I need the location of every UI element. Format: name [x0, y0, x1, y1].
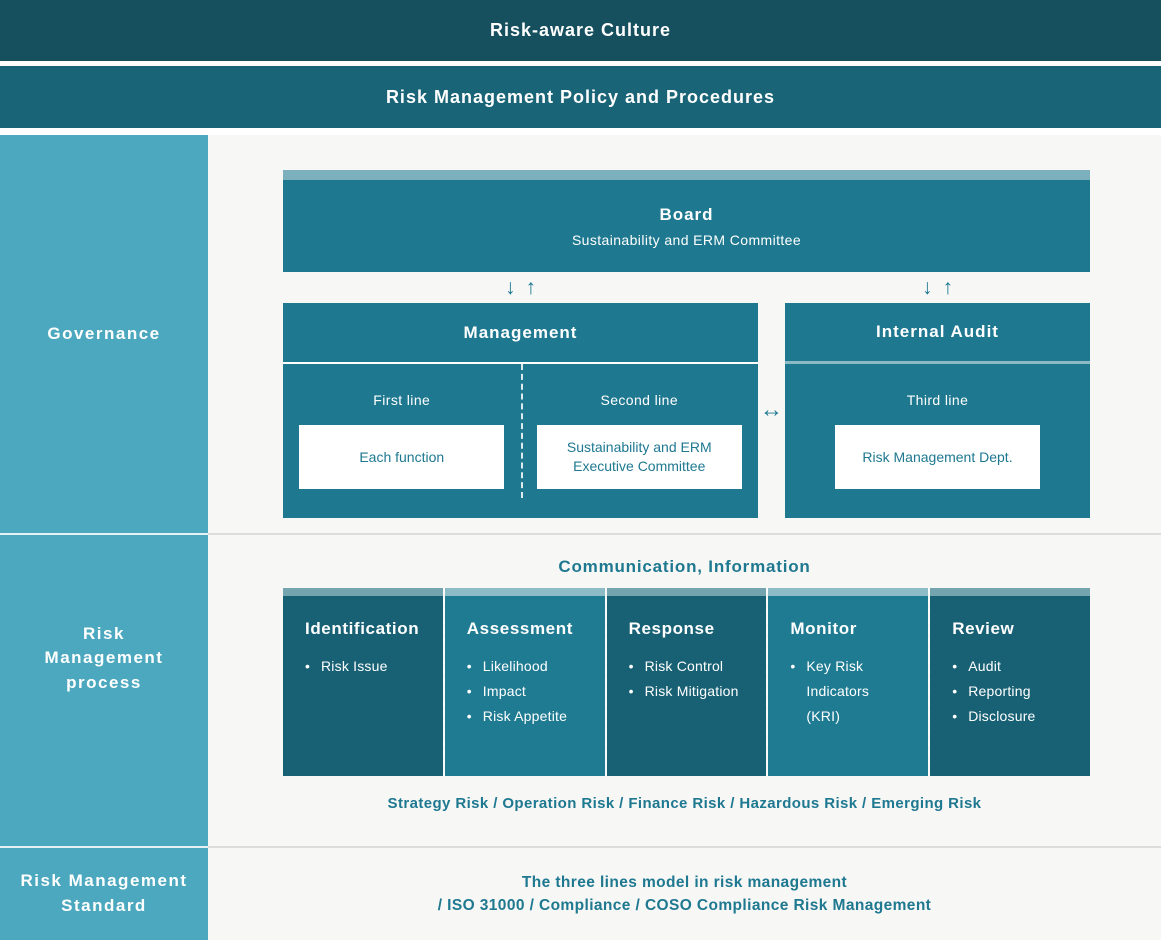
- risk-types-line: Strategy Risk / Operation Risk / Finance…: [387, 795, 982, 812]
- board-box: Board Sustainability and ERM Committee: [283, 170, 1090, 272]
- risk-management-dept-box: Risk Management Dept.: [835, 425, 1040, 489]
- column-top-strip: [444, 588, 605, 596]
- sidebar-process-label: Risk Management process: [44, 623, 164, 692]
- column-top-strip: [768, 588, 929, 596]
- bullet-icon: •: [790, 658, 796, 674]
- board-management-arrows: ↓↑ ↓↑: [283, 272, 1090, 303]
- erm-executive-committee-box: Sustainability and ERM Executive Committ…: [536, 425, 742, 489]
- governance-section: Governance Board Sustainability and ERM …: [0, 135, 1161, 533]
- standard-text: The three lines model in risk management…: [437, 873, 932, 914]
- first-line-label: First line: [373, 392, 431, 408]
- standard-main: The three lines model in risk management…: [208, 848, 1161, 940]
- board-subtitle: Sustainability and ERM Committee: [571, 231, 802, 248]
- governance-main: Board Sustainability and ERM Committee ↓…: [208, 135, 1161, 533]
- column-assessment: Assessment •Likelihood •Impact •Risk App…: [442, 588, 605, 776]
- policy-label: Risk Management Policy and Procedures: [385, 86, 776, 107]
- list-item: •Risk Appetite: [467, 704, 591, 729]
- banner-gap: [0, 61, 1161, 66]
- list-item: •Impact: [467, 679, 591, 704]
- list-item: •Risk Issue: [305, 654, 429, 679]
- down-up-arrow-icon: ↓↑: [922, 275, 963, 299]
- policy-banner: Risk Management Policy and Procedures: [0, 66, 1161, 128]
- each-function-box: Each function: [299, 425, 505, 489]
- column-title: Identification: [305, 619, 420, 638]
- list-item: •Reporting: [952, 679, 1076, 704]
- sidebar-governance-label: Governance: [47, 323, 161, 343]
- list-item: •Audit: [952, 654, 1076, 679]
- arrows-spacer: [758, 272, 785, 303]
- bullet-icon: •: [466, 658, 472, 674]
- bullet-icon: •: [466, 683, 472, 699]
- bullet-icon: •: [628, 683, 634, 699]
- process-main: Communication, Information Identificatio…: [208, 535, 1161, 846]
- bullet-icon: •: [628, 658, 634, 674]
- process-columns: Identification •Risk Issue Assessment •L…: [283, 588, 1090, 776]
- column-review: Review •Audit •Reporting •Disclosure: [928, 588, 1090, 776]
- second-line-label: Second line: [600, 392, 679, 408]
- bullet-icon: •: [952, 683, 958, 699]
- risk-management-process-section: Risk Management process Communication, I…: [0, 535, 1161, 846]
- sidebar-standard-label: Risk Management Standard: [20, 871, 188, 915]
- column-top-strip: [283, 588, 443, 596]
- down-up-arrow-icon: ↓↑: [505, 275, 546, 299]
- internal-audit-title: Internal Audit: [785, 303, 1090, 364]
- internal-audit-body: Third line Risk Management Dept.: [785, 364, 1090, 518]
- three-lines-boxes: Management First line Each function Seco…: [283, 303, 1090, 518]
- sidebar-standard: Risk Management Standard: [0, 848, 208, 940]
- second-line-cell: Second line Sustainability and ERM Execu…: [521, 364, 759, 518]
- communication-information-heading: Communication, Information: [558, 557, 811, 576]
- list-item: •Risk Mitigation: [629, 679, 753, 704]
- management-title: Management: [283, 303, 758, 364]
- list-item: •Risk Control: [629, 654, 753, 679]
- sidebar-process: Risk Management process: [0, 535, 208, 846]
- column-title: Response: [628, 619, 715, 638]
- column-top-strip: [930, 588, 1090, 596]
- list-item: •Likelihood: [467, 654, 591, 679]
- risk-aware-culture-banner: Risk-aware Culture: [0, 0, 1161, 61]
- board-title: Board: [659, 204, 714, 224]
- column-title: Assessment: [466, 619, 573, 638]
- bullet-icon: •: [305, 658, 311, 674]
- banner-gap-2: [0, 128, 1161, 135]
- sidebar-governance: Governance: [0, 135, 208, 533]
- column-response: Response •Risk Control •Risk Mitigation: [604, 588, 767, 776]
- bullet-icon: •: [952, 658, 958, 674]
- risk-aware-culture-label: Risk-aware Culture: [489, 20, 672, 40]
- third-line-label: Third line: [906, 392, 969, 408]
- column-title: Monitor: [790, 619, 857, 638]
- bullet-icon: •: [952, 708, 958, 724]
- board-top-strip: [283, 170, 1090, 180]
- risk-management-standard-section: Risk Management Standard The three lines…: [0, 848, 1161, 940]
- column-monitor: Monitor •Key Risk Indicators (KRI): [766, 588, 929, 776]
- board-body: Board Sustainability and ERM Committee: [283, 180, 1090, 272]
- column-identification: Identification •Risk Issue: [283, 588, 443, 776]
- column-top-strip: [606, 588, 767, 596]
- bullet-icon: •: [466, 708, 472, 724]
- section-divider: [0, 533, 1161, 535]
- between-boxes: ↔: [758, 303, 785, 518]
- first-line-cell: First line Each function: [283, 364, 521, 518]
- dashed-separator: [520, 364, 523, 498]
- list-item: •Disclosure: [952, 704, 1076, 729]
- column-title: Review: [952, 619, 1015, 638]
- management-body: First line Each function Second line Sus…: [283, 364, 758, 518]
- arrows-management: ↓↑: [283, 272, 758, 303]
- arrows-internal-audit: ↓↑: [785, 272, 1090, 303]
- management-box: Management First line Each function Seco…: [283, 303, 758, 518]
- section-divider: [0, 846, 1161, 848]
- list-item: •Key Risk Indicators (KRI): [790, 654, 914, 729]
- left-right-arrow-icon: ↔: [760, 396, 783, 422]
- internal-audit-box: Internal Audit Third line Risk Managemen…: [785, 303, 1090, 518]
